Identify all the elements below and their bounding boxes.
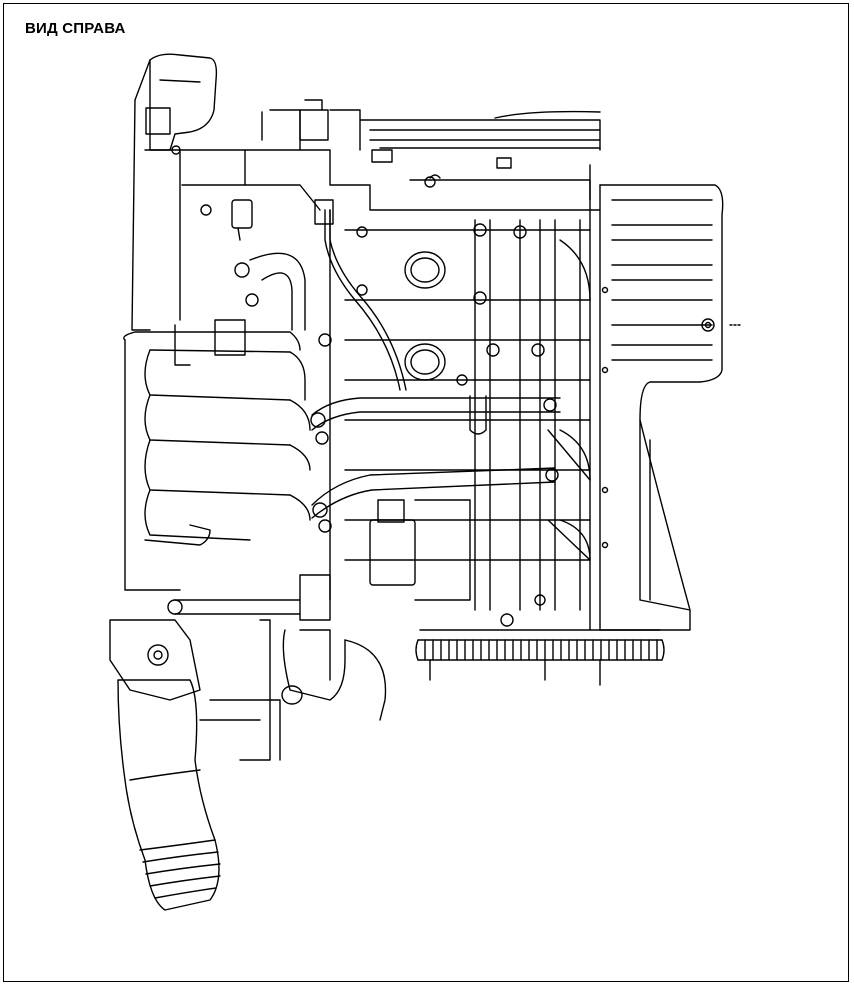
sensors xyxy=(145,100,545,626)
engine-block-center xyxy=(330,210,590,610)
cylinder-head xyxy=(180,110,600,210)
air-intake-hose xyxy=(110,620,220,910)
coolant-housing xyxy=(200,500,470,760)
timing-belt-cover xyxy=(132,54,216,330)
coolant-pipes xyxy=(168,200,560,614)
intake-manifold xyxy=(124,253,310,590)
crankcase xyxy=(590,165,723,630)
drawing-frame xyxy=(3,3,849,982)
flywheel-ring-gear xyxy=(416,630,664,685)
view-title: ВИД СПРАВА xyxy=(25,20,126,37)
